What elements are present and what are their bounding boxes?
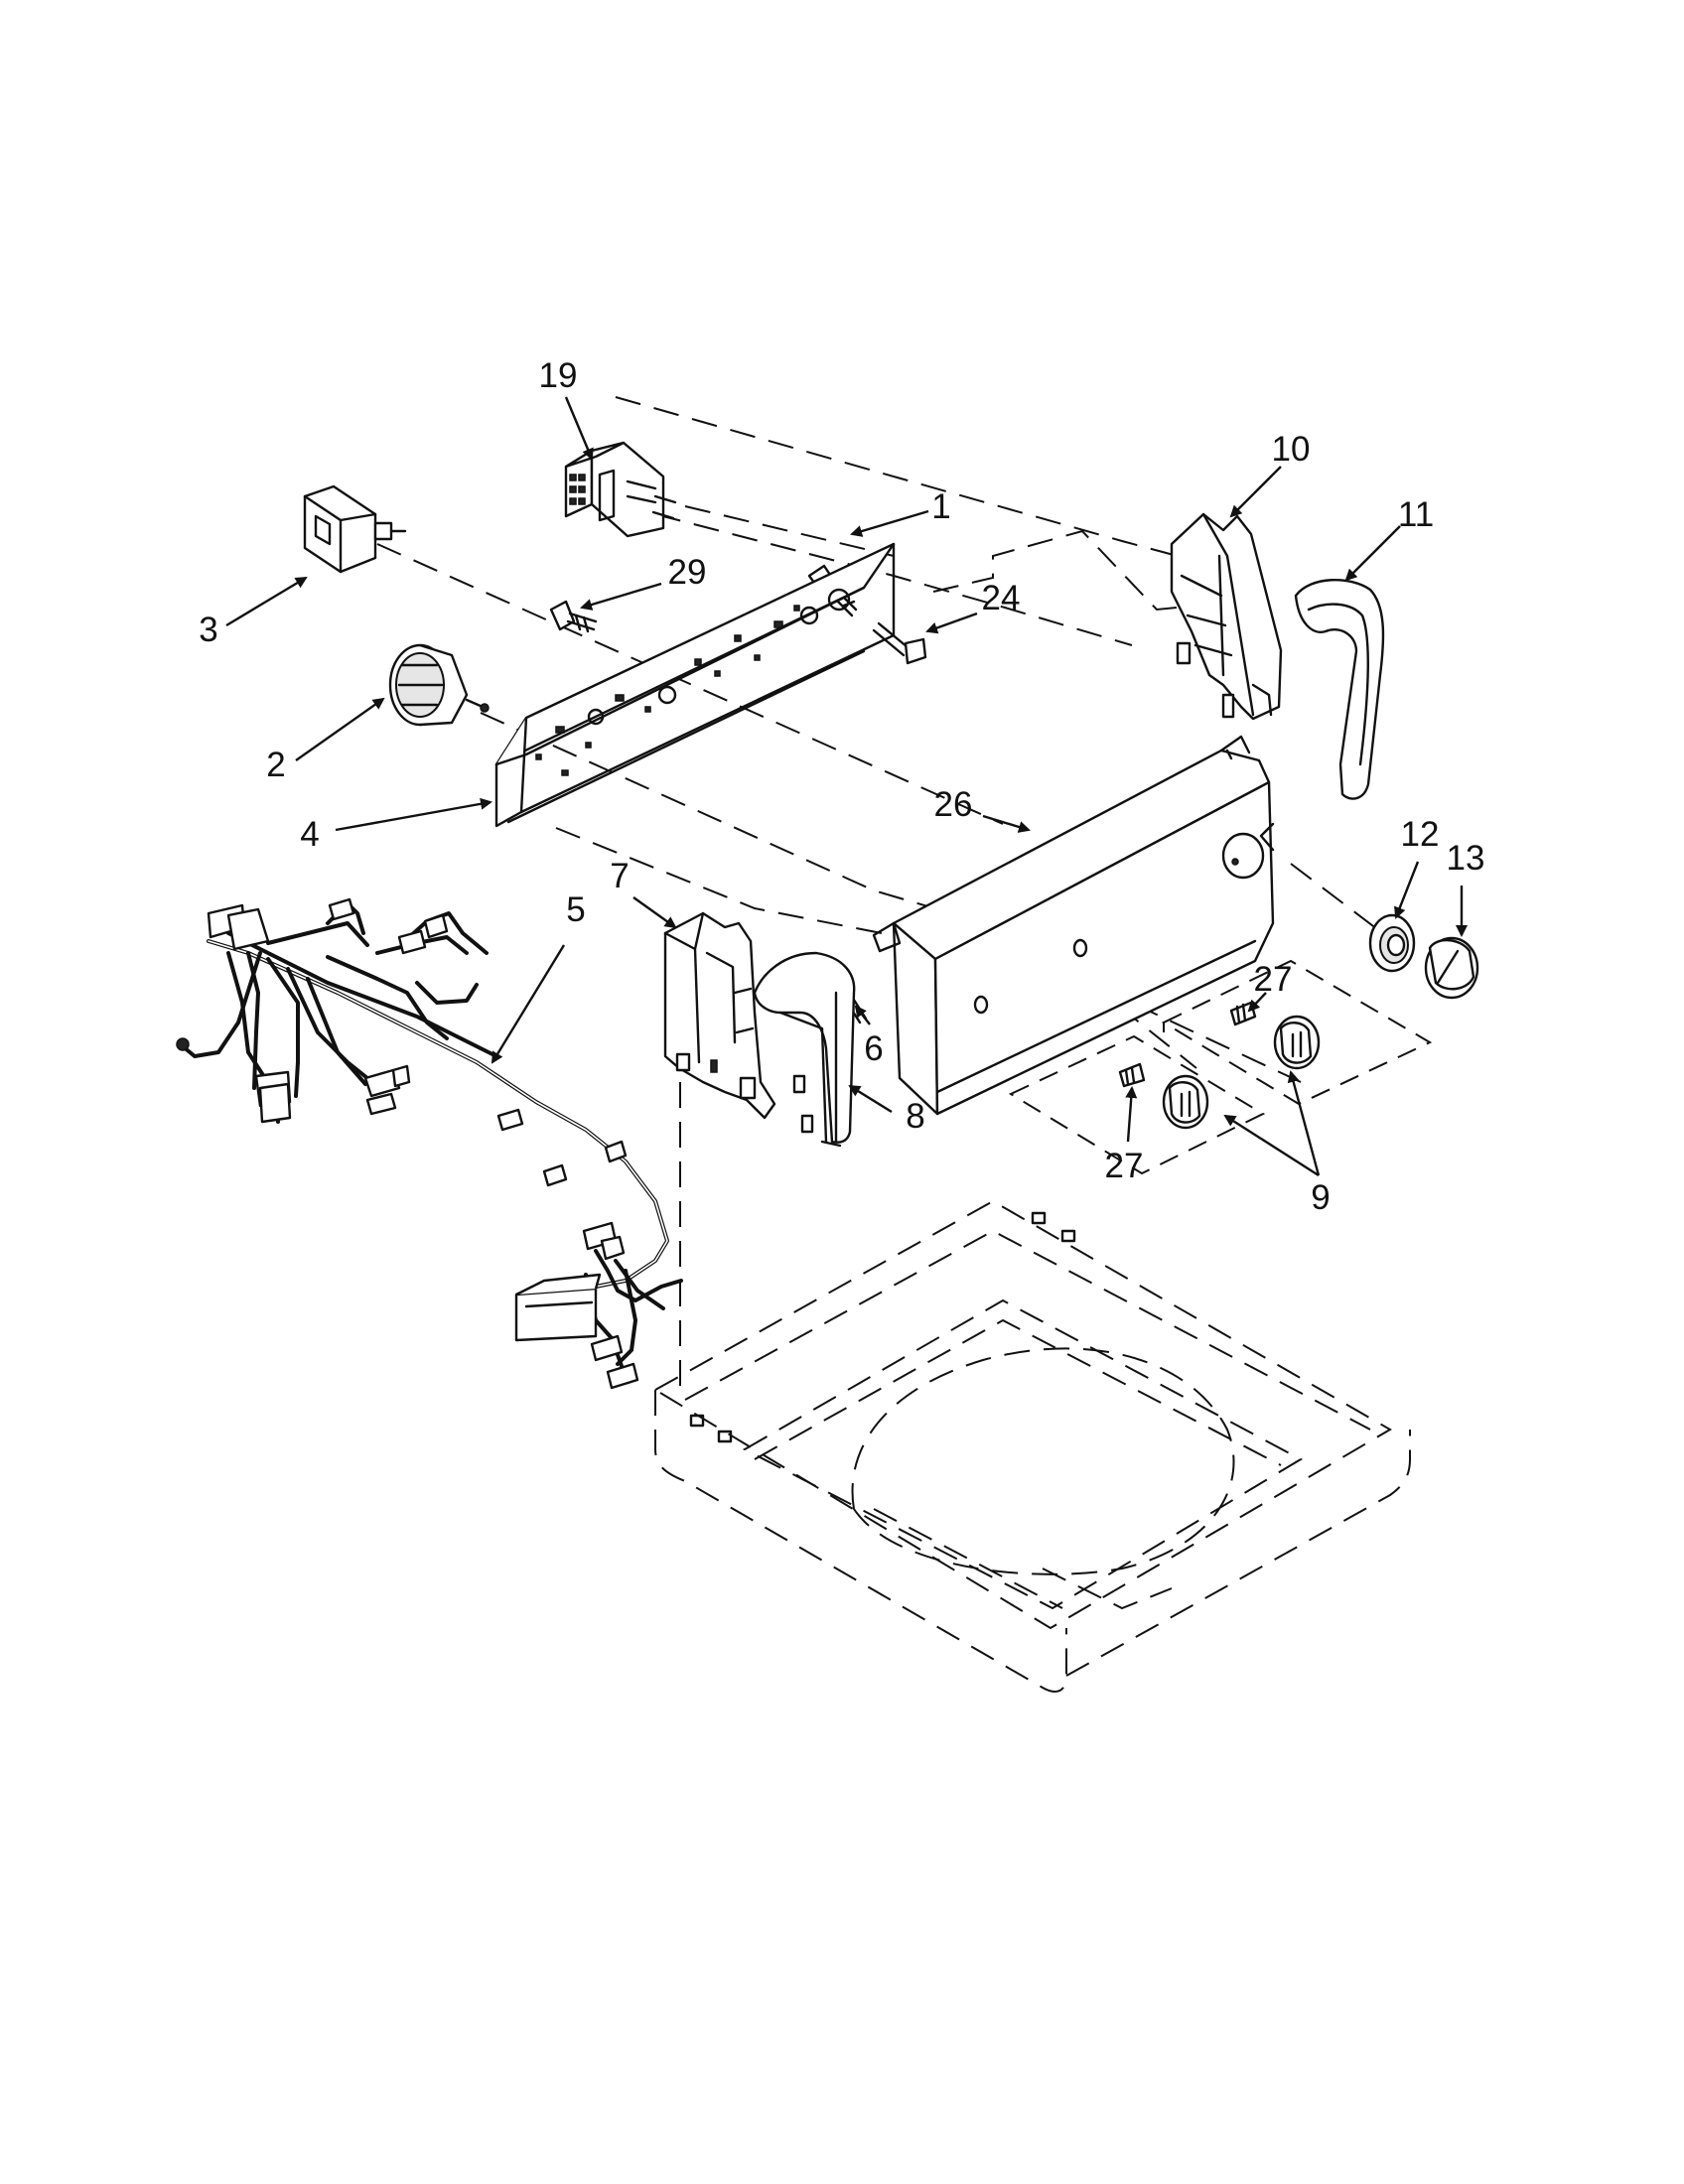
leader-8 [848,1084,893,1114]
part-9-knob-lower [1162,1074,1209,1130]
knob-box-lower [1008,1034,1266,1175]
leader-9b [1223,1114,1320,1177]
knob-box-upper [1161,959,1433,1106]
callout-29: 29 [668,553,707,592]
leader-24 [925,612,978,634]
leader-lines [225,396,1468,1177]
part-13-timer-knob [1424,936,1479,1000]
callout-5: 5 [566,890,585,929]
callout-27-lower: 27 [1105,1147,1144,1185]
leader-3 [225,576,308,627]
leader-2 [295,697,385,761]
callout-24: 24 [982,579,1021,617]
callout-6: 6 [864,1029,883,1068]
callout-2: 2 [266,746,285,784]
leader-9a [1287,1070,1321,1176]
callout-27-upper: 27 [1254,960,1293,999]
leader-11 [1344,525,1401,582]
part-7-left-endcap-bracket [663,911,776,1120]
leader-1 [850,509,929,537]
callout-7: 7 [610,857,629,895]
callout-1: 1 [931,487,950,526]
callout-4: 4 [300,815,319,854]
callout-26: 26 [934,785,973,824]
leader-29 [580,582,662,611]
leader-7 [632,896,677,929]
leader-5 [491,944,566,1064]
part-27-spring-lower [1118,1062,1146,1088]
callout-12: 12 [1401,815,1440,854]
part-27-spring-upper [1229,1001,1257,1026]
part-9-knob-upper [1273,1015,1321,1070]
part-3-switch [303,484,407,574]
part-4-bracket [494,542,896,828]
part-24-screw [872,621,927,665]
callout-3: 3 [199,611,217,649]
part-10-right-endcap-bracket [1170,512,1283,721]
part-2-timer [388,643,490,727]
part-29-screw [549,600,598,633]
leader-4 [335,797,492,832]
part-11-right-endcap [1294,579,1385,800]
callout-11: 11 [1398,495,1434,534]
callout-19: 19 [539,356,578,395]
callout-labels: 19 10 1 11 3 29 24 2 4 26 12 13 7 5 27 6… [199,356,1484,1217]
callout-10: 10 [1272,430,1311,469]
leader-19 [564,396,594,461]
part-12-timer-dial [1368,913,1416,973]
part-5-wire-harness [176,897,683,1390]
part-8-left-endcap [753,951,856,1148]
leader-10 [1229,466,1282,518]
part-19-switch-assembly [564,441,677,538]
callout-8: 8 [906,1097,924,1136]
callout-9: 9 [1311,1178,1330,1217]
leader-6 [854,1005,871,1025]
part-26-console [872,735,1275,1116]
cabinet-top-reference [653,1199,1411,1693]
leader-26 [982,814,1031,833]
leader-27b [1125,1086,1138,1143]
leader-12 [1394,861,1420,919]
leader-27a [1247,992,1267,1013]
callout-13: 13 [1447,839,1485,878]
